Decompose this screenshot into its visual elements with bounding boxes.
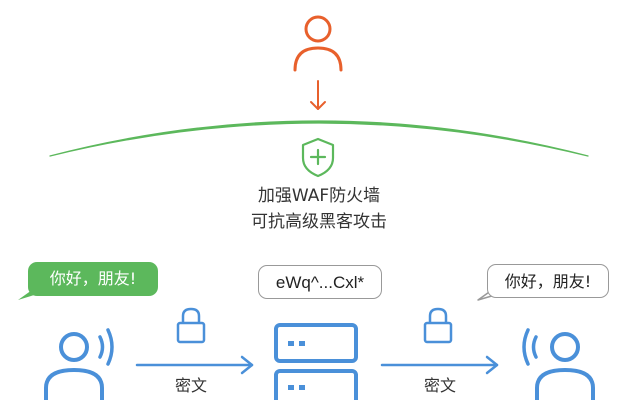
attacker-person-icon — [293, 15, 343, 72]
left-arrow-label: 密文 — [174, 376, 207, 395]
left-lock-icon — [176, 307, 206, 344]
waf-caption-line1: 加强WAF防火墙 — [257, 186, 381, 206]
server-icon — [274, 323, 358, 404]
sender-sound-waves-icon — [98, 328, 114, 366]
right-lock-icon — [423, 307, 453, 344]
firewall-arc — [49, 120, 589, 157]
receiver-message-bubble: 你好，朋友! — [487, 264, 609, 298]
waf-caption-line2: 可抗高级黑客攻击 — [251, 212, 387, 232]
right-arrow — [380, 355, 499, 375]
receiver-sound-waves-icon — [522, 328, 538, 366]
sender-message-bubble: 你好，朋友! — [28, 262, 158, 296]
server-cipher-bubble: eWq^...Cxl* — [258, 265, 382, 299]
sender-user-icon — [44, 332, 104, 402]
left-arrow — [135, 355, 254, 375]
shield-icon — [301, 137, 335, 178]
attack-down-arrow — [310, 80, 326, 110]
receiver-user-icon — [535, 332, 595, 402]
right-arrow-label: 密文 — [423, 376, 456, 395]
